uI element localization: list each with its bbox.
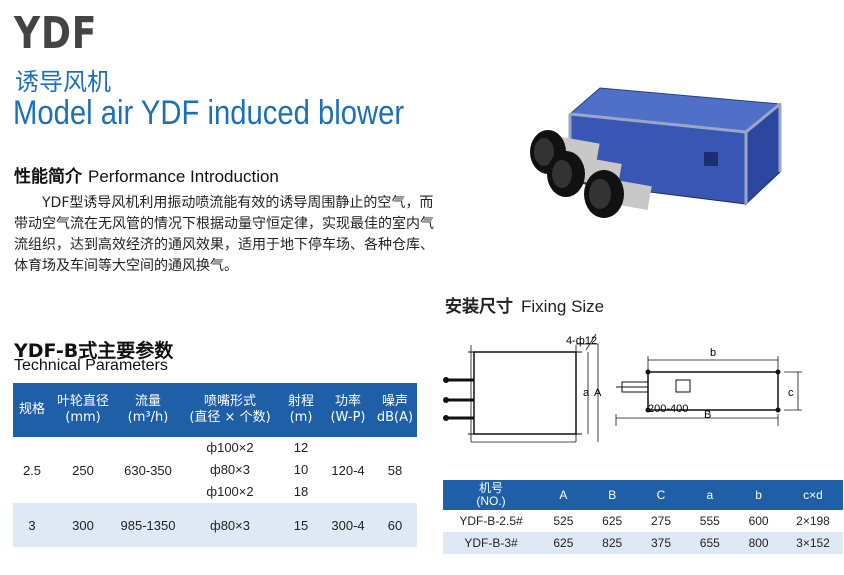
table-row: 2.5 250 630-350 ф100×2 ф80×3 ф100×2 12 1… xyxy=(13,437,417,503)
fixing-heading-cn: 安装尺寸 xyxy=(445,297,513,317)
table-row: YDF-B-2.5# 525 625 275 555 600 2×198 xyxy=(443,510,843,532)
title-chinese: 诱导风机 xyxy=(15,68,111,96)
table-header-row: 规格 叶轮直径 (mm) 流量 (m³/h) 喷嘴形式 (直径 × 个数) 射程… xyxy=(13,383,417,437)
table-row: 3 300 985-1350 ф80×3 15 300-4 60 xyxy=(13,503,417,547)
label-holes: 4-ф12 xyxy=(566,335,597,347)
cell-range: 15 xyxy=(279,503,323,547)
table-row: YDF-B-3# 625 825 375 655 800 3×152 xyxy=(443,532,843,554)
dimensions-table: 机号 (NO.) A B C a b c×d YDF-B-2.5# 525 62… xyxy=(443,480,843,554)
col-header: 功率 (W-P) xyxy=(323,383,373,437)
cell-spec: 3 xyxy=(13,503,51,547)
label-b: b xyxy=(710,347,716,359)
nozzle-value: ф100×2 xyxy=(206,440,254,455)
cell-nozzle: ф100×2 ф80×3 ф100×2 xyxy=(181,437,279,503)
performance-heading-cn: 性能简介 xyxy=(14,167,82,187)
cell: 2×198 xyxy=(783,510,843,532)
performance-heading-en: Performance Introduction xyxy=(88,167,279,186)
cell-nozzle: ф80×3 xyxy=(181,503,279,547)
label-A: A xyxy=(594,387,602,399)
params-heading: YDF-B式主要参数 xyxy=(14,340,174,362)
table-header-row: 机号 (NO.) A B C a b c×d xyxy=(443,480,843,510)
range-value: 18 xyxy=(293,484,309,499)
col-header: 机号 (NO.) xyxy=(443,480,539,510)
cell: YDF-B-2.5# xyxy=(443,510,539,532)
parameters-table: 规格 叶轮直径 (mm) 流量 (m³/h) 喷嘴形式 (直径 × 个数) 射程… xyxy=(13,383,417,547)
col-header: 流量 (m³/h) xyxy=(115,383,181,437)
installation-diagram: 4-ф12 a A b c 200-400 B xyxy=(443,333,802,443)
cell-noise: 60 xyxy=(373,503,417,547)
cell: 375 xyxy=(636,532,686,554)
cell-power: 120-4 xyxy=(323,437,373,503)
cell: 800 xyxy=(734,532,783,554)
label-c: c xyxy=(788,387,794,399)
col-header: 噪声 dB(A) xyxy=(373,383,417,437)
cell-range: 12 10 18 xyxy=(279,437,323,503)
cell-flow: 985-1350 xyxy=(115,503,181,547)
cell: 275 xyxy=(636,510,686,532)
brand-logo: YDF xyxy=(14,8,98,59)
col-header: c×d xyxy=(783,480,843,510)
cell-diameter: 250 xyxy=(51,437,115,503)
col-header: A xyxy=(539,480,588,510)
col-header: B xyxy=(587,480,637,510)
fixing-heading-en: Fixing Size xyxy=(521,297,605,316)
label-a: a xyxy=(583,387,590,399)
fixing-heading: 安装尺寸 Fixing Size xyxy=(445,292,604,317)
range-value: 12 xyxy=(293,440,309,455)
range-value: 10 xyxy=(293,462,309,477)
cell-spec: 2.5 xyxy=(13,437,51,503)
cell: YDF-B-3# xyxy=(443,532,539,554)
col-header: 叶轮直径 (mm) xyxy=(51,383,115,437)
label-range: 200-400 xyxy=(648,403,688,415)
cell: 600 xyxy=(734,510,783,532)
cell-power: 300-4 xyxy=(323,503,373,547)
nozzle-value: ф100×2 xyxy=(206,484,254,499)
col-header: 射程 (m) xyxy=(279,383,323,437)
col-header: C xyxy=(636,480,686,510)
cell: 3×152 xyxy=(783,532,843,554)
cell: 625 xyxy=(539,532,588,554)
cell: 555 xyxy=(685,510,735,532)
cell-noise: 58 xyxy=(373,437,417,503)
col-header: b xyxy=(734,480,783,510)
cell-diameter: 300 xyxy=(51,503,115,547)
performance-text: YDF型诱导风机利用振动喷流能有效的诱导周围静止的空气，而带动空气流在无风管的情… xyxy=(14,195,434,274)
cell: 825 xyxy=(587,532,637,554)
cell: 625 xyxy=(587,510,637,532)
col-header: 规格 xyxy=(13,383,51,437)
col-header: a xyxy=(685,480,735,510)
title-english: Model air YDF induced blower xyxy=(13,94,405,132)
cell: 655 xyxy=(685,532,735,554)
cell: 525 xyxy=(539,510,588,532)
col-header: 喷嘴形式 (直径 × 个数) xyxy=(181,383,279,437)
label-B: B xyxy=(704,409,711,421)
nozzle-value: ф80×3 xyxy=(210,462,250,477)
performance-heading: 性能简介 Performance Introduction xyxy=(14,162,279,187)
product-image xyxy=(530,87,782,218)
cell-flow: 630-350 xyxy=(115,437,181,503)
params-subheading: Technical Parameters xyxy=(14,357,168,374)
